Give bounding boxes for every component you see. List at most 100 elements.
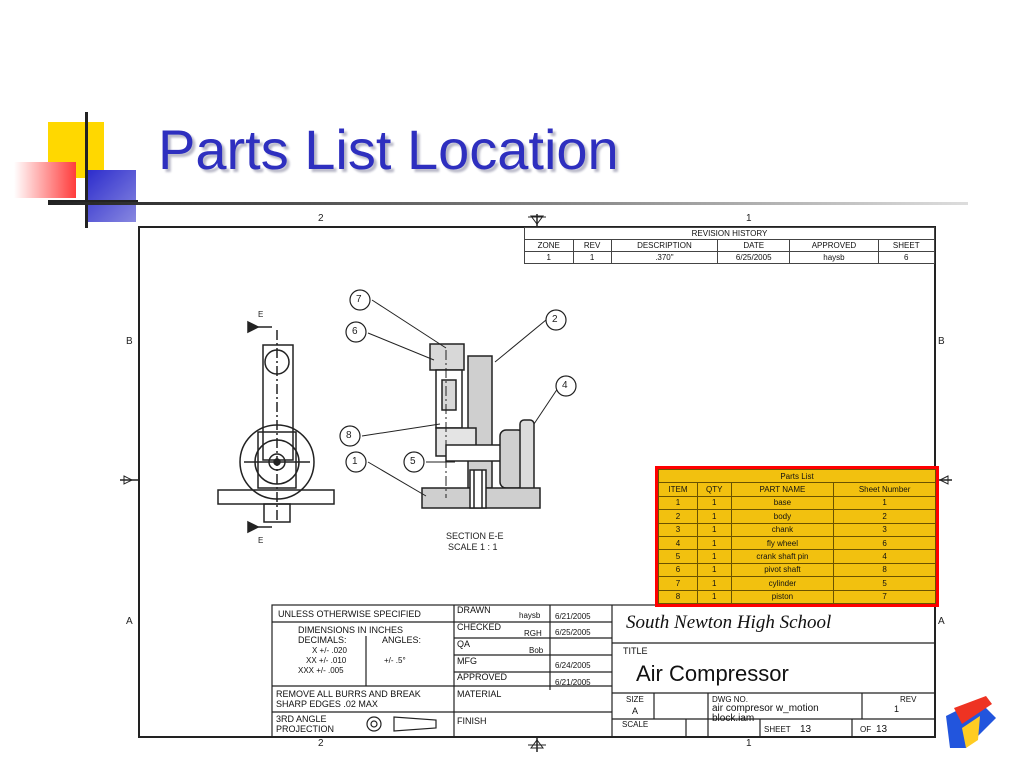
zone-right-a: A (938, 616, 945, 627)
tolerance-xxx: XXX +/- .005 (298, 666, 344, 675)
finish-label: FINISH (457, 716, 487, 726)
rev-value: 1 (894, 704, 900, 714)
table-row: 1 1 .370" 6/25/2005 haysb 6 (524, 251, 936, 264)
checked-label: CHECKED (457, 622, 502, 632)
drawn-label: DRAWN (457, 605, 491, 615)
parts-cell: pivot shaft (730, 562, 835, 578)
rev-cell: 1 (524, 251, 574, 264)
rev-cell: 6/25/2005 (717, 251, 791, 264)
projection-label-2: PROJECTION (276, 724, 335, 734)
projection-symbol (366, 716, 437, 732)
zone-bottom-2: 2 (318, 738, 324, 749)
title-underline (48, 202, 968, 205)
title-block-lines (271, 604, 936, 738)
unless-specified-label: UNLESS OTHERWISE SPECIFIED (278, 609, 421, 619)
rev-label: REV (900, 695, 917, 704)
approved-date: 6/21/2005 (555, 678, 591, 687)
parts-cell: 5 (833, 576, 936, 591)
revision-history-title: REVISION HISTORY (524, 227, 935, 240)
accent-vertical-line (85, 112, 88, 228)
parts-cell: crank shaft pin (730, 549, 835, 564)
sheet-label: SHEET (764, 725, 791, 734)
zone-bottom-1: 1 (746, 738, 752, 749)
decimals-label: DECIMALS: (298, 635, 347, 645)
section-label: SECTION E-E (446, 531, 504, 541)
parts-list-table: Parts List ITEM QTY PART NAME Sheet Numb… (658, 468, 936, 605)
parts-cell: 6 (658, 562, 698, 578)
dimensions-label: DIMENSIONS IN INCHES (298, 625, 404, 635)
parts-list-highlight: Parts List ITEM QTY PART NAME Sheet Numb… (655, 466, 939, 607)
parts-cell: piston (730, 589, 835, 605)
balloon-circles (339, 289, 577, 473)
part-title: Air Compressor (636, 661, 789, 686)
rev-cell: haysb (789, 251, 879, 264)
zone-left-b: B (126, 336, 133, 347)
title-label: TITLE (623, 646, 648, 656)
parts-header-item: ITEM (658, 482, 698, 497)
rev-header-description: DESCRIPTION (610, 239, 719, 252)
rev-header-approved: APPROVED (789, 239, 879, 252)
parts-list-title: Parts List (658, 468, 936, 484)
of-label: OF (860, 725, 872, 734)
size-value: A (632, 706, 639, 716)
balloon-leaders (361, 299, 559, 497)
zone-left-a: A (126, 616, 133, 627)
section-view (421, 343, 541, 509)
parts-cell: 1 (696, 562, 732, 578)
balloon-8: 8 (346, 430, 352, 441)
dwg-no-value: air compresor w_motion (712, 703, 819, 714)
burrs-note: REMOVE ALL BURRS AND BREAK (276, 689, 421, 699)
balloon-6: 6 (352, 326, 358, 337)
checked-date: 6/25/2005 (555, 628, 591, 637)
rev-cell: 1 (572, 251, 612, 264)
parts-cell: body (730, 509, 835, 524)
tolerance-angle: +/- .5° (384, 656, 406, 665)
dwg-no-label: DWG NO. (712, 695, 748, 704)
balloon-2: 2 (552, 314, 558, 325)
parts-cell: 4 (833, 549, 936, 564)
logo-icon (946, 696, 996, 748)
parts-cell: 1 (696, 535, 732, 551)
blue-accent-square (86, 170, 136, 222)
edges-note: SHARP EDGES .02 MAX (276, 699, 378, 709)
parts-cell: 8 (833, 562, 936, 578)
section-arrow-bottom-label: E (258, 536, 264, 545)
tolerance-xx: XX +/- .010 (306, 656, 347, 665)
parts-cell: 7 (833, 589, 936, 605)
parts-cell: 1 (696, 495, 732, 511)
parts-header-row: ITEM QTY PART NAME Sheet Number (658, 482, 936, 497)
front-view (217, 320, 335, 534)
material-label: MATERIAL (457, 689, 502, 699)
zone-right-b: B (938, 336, 945, 347)
rev-header-sheet: SHEET (877, 239, 936, 252)
parts-cell: 1 (696, 549, 732, 564)
parts-header-sheet-number: Sheet Number (833, 482, 936, 497)
revision-header-row: ZONE REV DESCRIPTION DATE APPROVED SHEET (524, 239, 936, 252)
parts-cell: 1 (696, 589, 732, 605)
mfg-date: 6/24/2005 (555, 661, 591, 670)
balloon-5: 5 (410, 456, 416, 467)
parts-cell: 3 (833, 522, 936, 537)
parts-cell: 1 (658, 495, 698, 511)
mfg-label: MFG (457, 656, 477, 666)
dwg-no-value-2: block.iam (712, 713, 755, 724)
scale-field-label: SCALE (622, 720, 649, 729)
qa-label: QA (457, 639, 471, 649)
rev-header-rev: REV (572, 239, 612, 252)
drawn-date: 6/21/2005 (555, 612, 591, 621)
parts-cell: 1 (696, 576, 732, 591)
parts-cell: 2 (833, 509, 936, 524)
balloon-4: 4 (562, 380, 568, 391)
rev-cell: 6 (877, 251, 936, 264)
parts-cell: cylinder (730, 576, 835, 591)
school-name: South Newton High School (626, 612, 832, 633)
tolerance-x: X +/- .020 (312, 646, 347, 655)
scale-label: SCALE 1 : 1 (448, 542, 498, 552)
